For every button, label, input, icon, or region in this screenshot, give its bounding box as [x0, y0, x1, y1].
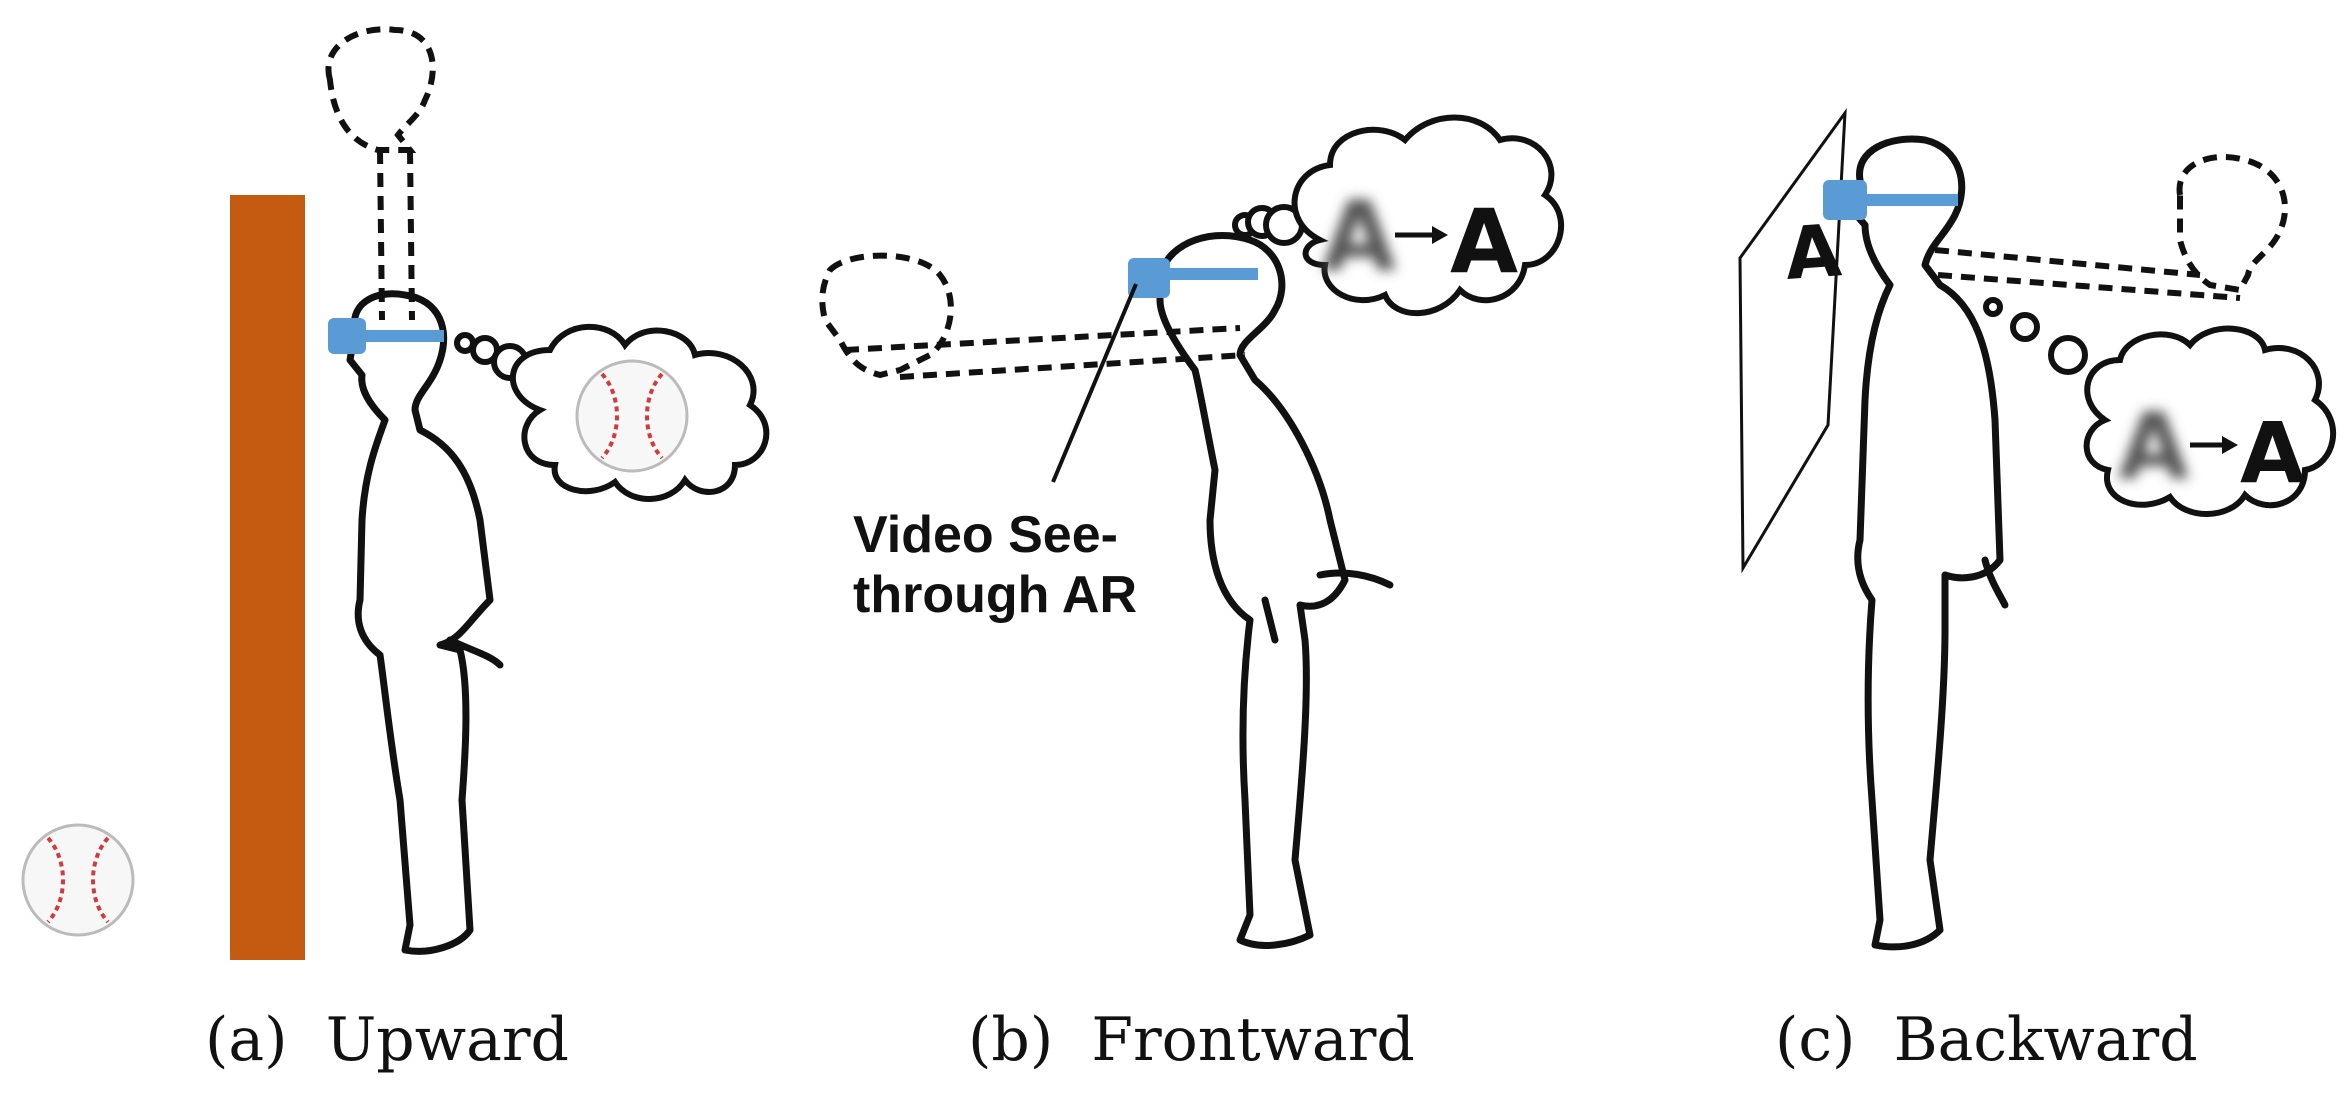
screen-letter: A — [1782, 208, 1844, 296]
ar-label-line-1: Video See- — [853, 506, 1118, 564]
headset-icon — [1823, 180, 1958, 220]
baseball-icon — [575, 359, 689, 473]
ar-label-line-2: through AR — [853, 566, 1137, 624]
display-screen — [1738, 107, 1847, 574]
sharp-letter: A — [1450, 190, 1518, 293]
person-upward — [346, 290, 504, 955]
imagined-head-backward — [1934, 153, 2288, 301]
caption-backward: (c) Backward — [1775, 1005, 2198, 1075]
baseball-icon — [21, 823, 135, 937]
sharp-letter: A — [2240, 404, 2305, 502]
person-frontward — [1156, 232, 1394, 949]
callout-line — [1051, 283, 1138, 483]
headset-icon — [1128, 258, 1258, 298]
caption-upward: (a) Upward — [205, 1005, 569, 1075]
blurred-letter: A — [2118, 393, 2189, 500]
panel-frontward: A A — [819, 114, 1564, 949]
imagined-head-upward — [325, 26, 436, 321]
panel-backward: A A A — [1738, 107, 2336, 951]
blurred-letter: A — [1322, 181, 1396, 293]
thought-bubble-icon — [1983, 297, 2336, 517]
thought-bubble-icon — [1232, 114, 1564, 317]
caption-frontward: (b) Frontward — [968, 1005, 1415, 1075]
arrow-right-icon — [2190, 436, 2238, 454]
panel-upward — [21, 26, 770, 960]
wall-barrier — [230, 195, 305, 960]
headset-icon — [328, 318, 444, 354]
arrow-right-icon — [1395, 226, 1448, 244]
video-see-through-ar-label: Video See- through AR — [853, 505, 1137, 625]
person-backward — [1848, 135, 2009, 951]
